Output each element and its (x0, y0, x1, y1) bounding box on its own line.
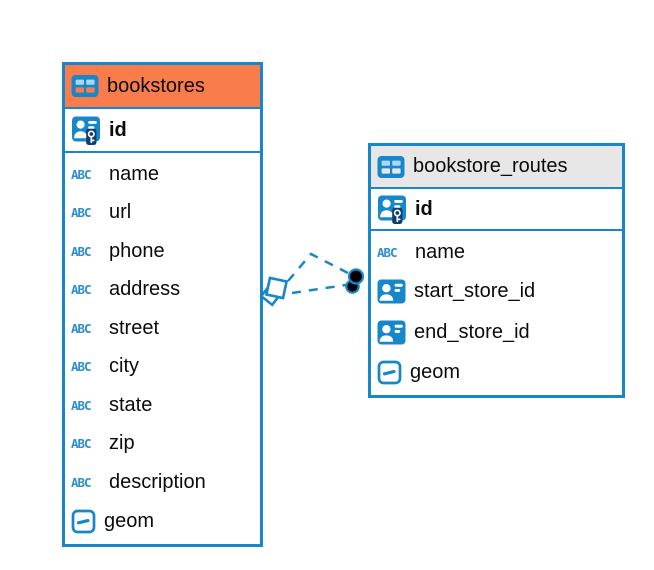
field-row[interactable]: geom (371, 353, 622, 394)
entity-table-bookstore-routes[interactable]: bookstore_routes id ABC name (368, 143, 625, 398)
table-title: bookstores (107, 74, 205, 97)
field-row[interactable]: ABC phone (65, 232, 260, 271)
field-row[interactable]: ABC zip (65, 425, 260, 464)
field-name: street (109, 316, 160, 339)
field-name: geom (410, 361, 461, 384)
field-row[interactable]: ABC street (65, 309, 260, 348)
geometry-icon (71, 509, 96, 534)
text-type-icon: ABC (71, 166, 92, 182)
field-row[interactable]: ABC name (371, 233, 622, 272)
text-type-icon: ABC (377, 244, 398, 260)
field-name: end_store_id (414, 320, 530, 343)
field-name: address (109, 278, 181, 301)
field-name: geom (104, 510, 155, 533)
field-name: name (415, 240, 466, 263)
field-row[interactable]: ABC address (65, 271, 260, 310)
field-row[interactable]: ABC name (65, 155, 260, 194)
field-row[interactable]: ABC state (65, 386, 260, 425)
reference-icon (377, 320, 406, 345)
text-type-icon: ABC (71, 397, 92, 413)
field-name: name (109, 162, 160, 185)
table-icon (377, 155, 405, 179)
table-header-bookstores[interactable]: bookstores (65, 65, 260, 109)
table-header-bookstore-routes[interactable]: bookstore_routes (371, 146, 622, 189)
text-type-icon: ABC (71, 205, 92, 221)
table-icon (71, 74, 99, 98)
field-name: description (109, 470, 206, 493)
relationship-line[interactable] (287, 252, 351, 282)
circle-marker (345, 268, 365, 294)
text-type-icon: ABC (71, 320, 92, 336)
field-list: ABC name ABC url ABC phone ABC address A… (65, 153, 260, 544)
reference-icon (377, 279, 406, 304)
field-name: phone (109, 239, 165, 262)
text-type-icon: ABC (71, 359, 92, 375)
field-name: id (415, 197, 433, 220)
field-row[interactable]: geom (65, 502, 260, 543)
field-row[interactable]: start_store_id (371, 272, 622, 313)
field-row[interactable]: end_store_id (371, 312, 622, 353)
text-type-icon: ABC (71, 243, 92, 259)
table-title: bookstore_routes (413, 155, 568, 177)
field-name: id (109, 118, 127, 141)
text-type-icon: ABC (71, 436, 92, 452)
primary-key-icon (71, 115, 101, 146)
field-row-primary-key[interactable]: id (65, 109, 260, 153)
field-row-primary-key[interactable]: id (371, 189, 622, 231)
field-name: url (109, 201, 132, 224)
field-name: zip (109, 432, 135, 455)
text-type-icon: ABC (71, 474, 92, 490)
field-row[interactable]: ABC city (65, 348, 260, 387)
diamond-marker (259, 276, 289, 307)
field-row[interactable]: ABC description (65, 463, 260, 502)
geometry-icon (377, 360, 402, 385)
field-row[interactable]: ABC url (65, 194, 260, 233)
field-name: city (109, 355, 139, 378)
text-type-icon: ABC (71, 282, 92, 298)
field-name: start_store_id (414, 280, 536, 303)
entity-table-bookstores[interactable]: bookstores id ABC name ABC url (62, 62, 263, 547)
relationship-line[interactable] (291, 283, 347, 295)
field-list: ABC name start_store_id (371, 231, 622, 395)
primary-key-icon (377, 194, 407, 225)
field-name: state (109, 393, 153, 416)
